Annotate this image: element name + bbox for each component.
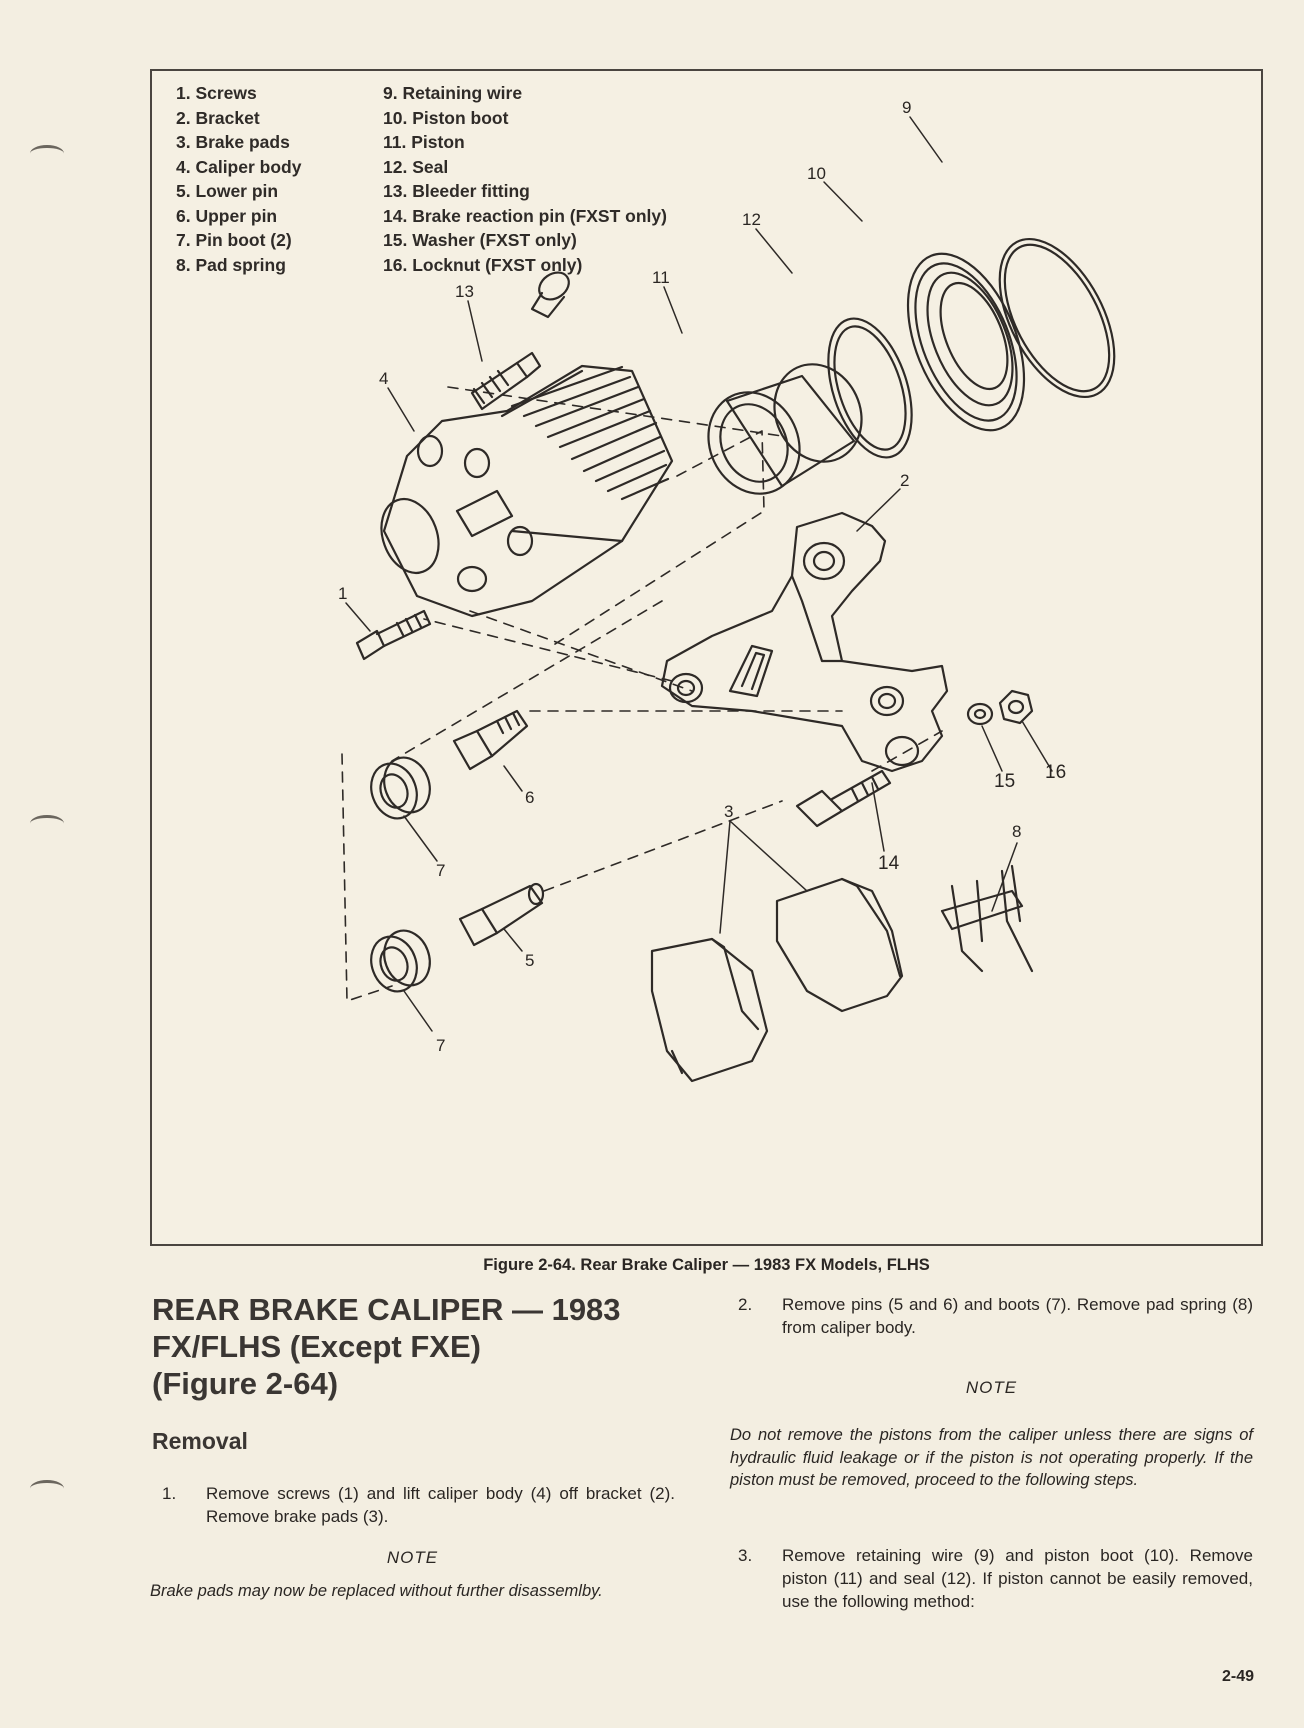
legend-item: 13. Bleeder fitting xyxy=(383,181,530,201)
step-3: 3. Remove retaining wire (9) and piston … xyxy=(738,1544,1253,1613)
lower-pin-part xyxy=(458,882,545,947)
pin-boot-part xyxy=(370,756,431,820)
step-number: 1. xyxy=(162,1484,177,1503)
pin-boot-part xyxy=(370,929,431,993)
callout-label: 6 xyxy=(525,788,534,807)
piston-part xyxy=(707,363,863,495)
step-2: 2. Remove pins (5 and 6) and boots (7). … xyxy=(738,1293,1253,1339)
callout-label: 14 xyxy=(878,853,900,874)
punch-mark xyxy=(30,145,64,162)
section-title-line: FX/FLHS (Except FXE) xyxy=(152,1329,481,1364)
step-1: 1. Remove screws (1) and lift caliper bo… xyxy=(162,1482,675,1528)
exploded-view-drawing: 9 10 12 11 13 4 2 1 6 7 3 14 15 16 8 5 7 xyxy=(338,98,1116,1083)
legend-left: 1. Screws 2. Bracket 3. Brake pads 4. Ca… xyxy=(176,81,301,277)
note-label: NOTE xyxy=(965,1378,1018,1397)
note-label: NOTE xyxy=(386,1548,439,1567)
legend-item: 8. Pad spring xyxy=(176,254,286,275)
subsection-heading: Removal xyxy=(152,1428,248,1454)
legend-item: 5. Lower pin xyxy=(176,181,279,201)
bracket-part xyxy=(660,511,949,773)
legend-item: 9. Retaining wire xyxy=(383,83,523,103)
step-text: Remove retaining wire (9) and piston boo… xyxy=(782,1546,1253,1611)
punch-mark xyxy=(30,1480,64,1497)
legend-item: 2. Bracket xyxy=(176,107,260,128)
callout-label: 8 xyxy=(1012,822,1021,841)
callout-label: 1 xyxy=(338,584,347,603)
piston-boot-part xyxy=(906,252,1026,432)
seal-part xyxy=(827,317,913,459)
note-text: Do not remove the pistons from the calip… xyxy=(730,1426,1253,1489)
callout-label: 3 xyxy=(724,802,733,821)
callout-label: 12 xyxy=(742,210,761,229)
screw-part xyxy=(355,609,432,661)
section-title-line: (Figure 2-64) xyxy=(152,1366,339,1401)
legend-item: 10. Piston boot xyxy=(383,107,509,128)
legend-right: 9. Retaining wire 10. Piston boot 11. Pi… xyxy=(383,81,667,277)
callout-label: 11 xyxy=(652,268,670,287)
callout-label: 16 xyxy=(1045,762,1066,783)
note-text: Brake pads may now be replaced without f… xyxy=(150,1582,603,1600)
punch-mark xyxy=(30,815,64,832)
legend-item: 14. Brake reaction pin (FXST only) xyxy=(383,205,667,226)
legend-item: 12. Seal xyxy=(383,156,449,177)
legend-item: 3. Brake pads xyxy=(176,132,290,152)
callout-label: 15 xyxy=(994,771,1015,792)
step-number: 3. xyxy=(738,1546,753,1565)
page-number: 2-49 xyxy=(1222,1668,1255,1685)
callout-label: 7 xyxy=(436,861,445,880)
washer-part xyxy=(966,702,994,726)
step-text: Remove screws (1) and lift caliper body … xyxy=(206,1484,675,1526)
section-title-line: REAR BRAKE CALIPER — 1983 xyxy=(152,1292,621,1327)
brake-pad-part xyxy=(775,877,904,1013)
pad-spring-part xyxy=(940,864,1034,973)
upper-pin-part xyxy=(452,709,529,771)
brake-pad-part xyxy=(650,937,769,1083)
figure-frame: 1. Screws 2. Bracket 3. Brake pads 4. Ca… xyxy=(150,69,1263,1246)
retaining-wire-part xyxy=(998,237,1116,399)
legend-item: 7. Pin boot (2) xyxy=(176,230,292,250)
legend-item: 15. Washer (FXST only) xyxy=(383,230,577,250)
legend-item: 11. Piston xyxy=(383,132,465,152)
callout-label: 7 xyxy=(436,1036,445,1055)
legend-item: 16. Locknut (FXST only) xyxy=(383,254,583,275)
callout-label: 4 xyxy=(379,369,388,388)
legend-item: 1. Screws xyxy=(176,83,257,103)
step-text: Remove pins (5 and 6) and boots (7). Rem… xyxy=(782,1295,1253,1337)
figure-caption: Figure 2-64. Rear Brake Caliper — 1983 F… xyxy=(483,1256,930,1274)
callout-label: 10 xyxy=(807,164,826,183)
callout-label: 13 xyxy=(455,282,474,301)
callout-label: 2 xyxy=(900,471,909,490)
legend-item: 6. Upper pin xyxy=(176,205,278,226)
section-title: REAR BRAKE CALIPER — 1983 FX/FLHS (Excep… xyxy=(152,1291,621,1402)
locknut-part xyxy=(998,689,1034,725)
caliper-body-part xyxy=(380,364,674,618)
step-number: 2. xyxy=(738,1295,753,1314)
callout-label: 5 xyxy=(525,951,534,970)
callout-label: 9 xyxy=(902,98,911,117)
reaction-pin-part xyxy=(795,769,892,828)
legend-item: 4. Caliper body xyxy=(176,156,302,177)
bleeder-fitting-part xyxy=(470,271,570,411)
